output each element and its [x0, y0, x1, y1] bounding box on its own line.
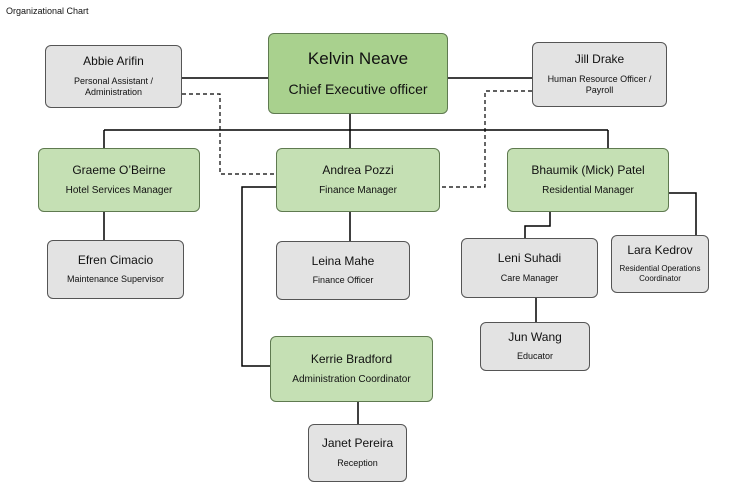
- node-name: Leni Suhadi: [497, 251, 562, 266]
- node-role: Residential Operations Coordinator: [619, 263, 701, 284]
- node-name: Jun Wang: [508, 329, 562, 344]
- node-role: Residential Manager: [542, 185, 634, 197]
- node-jill-drake[interactable]: Jill Drake Human Resource Officer / Payr…: [532, 42, 667, 107]
- node-bhaumik-patel[interactable]: Bhaumik (Mick) Patel Residential Manager: [507, 148, 669, 212]
- node-jun-wang[interactable]: Jun Wang Educator: [480, 322, 590, 371]
- node-name: Abbie Arifin: [83, 54, 144, 69]
- connector-finance-admin: [241, 186, 276, 367]
- node-abbie-arifin[interactable]: Abbie Arifin Personal Assistant / Admini…: [45, 45, 182, 108]
- node-role: Reception: [337, 457, 378, 468]
- node-kerrie-bradford[interactable]: Kerrie Bradford Administration Coordinat…: [270, 336, 433, 402]
- node-leina-mahe[interactable]: Leina Mahe Finance Officer: [276, 241, 410, 300]
- node-name: Bhaumik (Mick) Patel: [531, 162, 645, 177]
- node-role: Finance Manager: [319, 185, 397, 197]
- node-efren-cimacio[interactable]: Efren Cimacio Maintenance Supervisor: [47, 240, 184, 299]
- node-role: Care Manager: [500, 272, 559, 283]
- node-graeme-obeirne[interactable]: Graeme O’Beirne Hotel Services Manager: [38, 148, 200, 212]
- node-role: Administration Coordinator: [292, 374, 411, 386]
- node-name: Andrea Pozzi: [322, 162, 394, 177]
- node-role: Human Resource Officer / Payroll: [547, 73, 652, 96]
- node-lara-kedrov[interactable]: Lara Kedrov Residential Operations Coord…: [611, 235, 709, 293]
- node-role: Hotel Services Manager: [65, 185, 173, 197]
- node-name: Kerrie Bradford: [310, 351, 393, 366]
- node-role: Maintenance Supervisor: [66, 274, 165, 285]
- node-janet-pereira[interactable]: Janet Pereira Reception: [308, 424, 407, 482]
- node-kelvin-neave[interactable]: Kelvin Neave Chief Executive officer: [268, 33, 448, 114]
- page-title: Organizational Chart: [6, 6, 89, 16]
- connector-residential-resops: [669, 192, 697, 235]
- connector-residential-care: [524, 212, 551, 238]
- node-name: Graeme O’Beirne: [72, 162, 166, 177]
- node-leni-suhadi[interactable]: Leni Suhadi Care Manager: [461, 238, 598, 298]
- node-role: Educator: [516, 351, 554, 362]
- node-name: Efren Cimacio: [77, 252, 154, 267]
- dashed-connector-hr-finance: [440, 90, 532, 188]
- node-name: Leina Mahe: [311, 253, 375, 268]
- node-name: Janet Pereira: [321, 436, 394, 451]
- dashed-connector-pa-finance: [182, 93, 276, 175]
- node-role: Chief Executive officer: [288, 80, 428, 97]
- node-role: Personal Assistant / Administration: [73, 75, 154, 98]
- node-role: Finance Officer: [312, 275, 374, 286]
- node-name: Jill Drake: [574, 52, 625, 67]
- node-name: Kelvin Neave: [307, 49, 409, 69]
- node-name: Lara Kedrov: [627, 243, 693, 258]
- node-andrea-pozzi[interactable]: Andrea Pozzi Finance Manager: [276, 148, 440, 212]
